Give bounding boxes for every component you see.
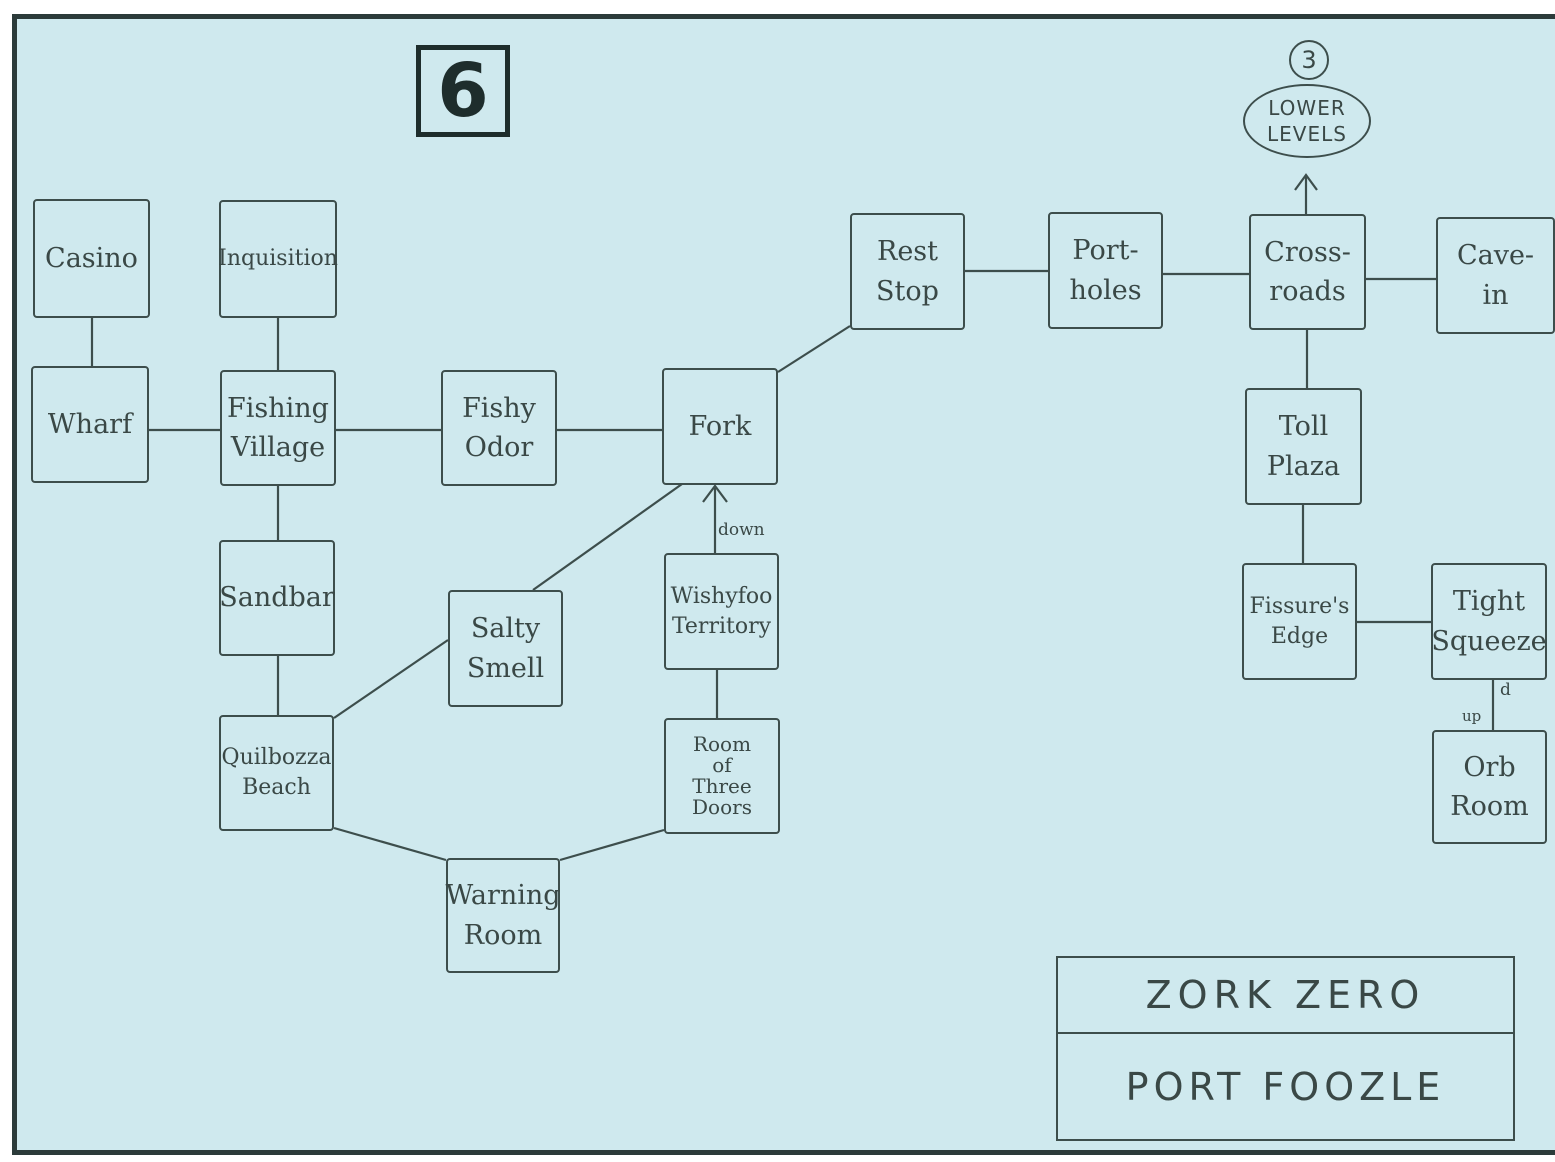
room-rest-stop[interactable]: Rest Stop: [850, 213, 965, 330]
arrow-up-fork: [702, 484, 728, 503]
path-warning-room-room-of-three-doors: [559, 828, 665, 862]
area-title: PORT FOOZLE: [1125, 1064, 1446, 1109]
path-quilbozza-beach-salty-smell: [333, 639, 449, 719]
room-sandbar[interactable]: Sandbar: [219, 540, 335, 656]
label-up: up: [1462, 707, 1482, 725]
room-warning-room[interactable]: Warning Room: [445, 858, 561, 973]
room-fishing-village[interactable]: Fishing Village: [220, 370, 336, 486]
arrow-up-lower-levels: [1294, 173, 1318, 191]
path-quilbozza-beach-warning-room: [333, 826, 447, 862]
room-salty-smell[interactable]: Salty Smell: [448, 590, 563, 707]
room-portholes[interactable]: Port- holes: [1048, 212, 1163, 329]
path-salty-smell-fork: [532, 483, 683, 591]
room-fishy-odor[interactable]: Fishy Odor: [441, 370, 557, 486]
label-d: d: [1500, 680, 1511, 700]
map-number-badge: 6: [416, 45, 510, 137]
room-casino[interactable]: Casino: [33, 199, 150, 318]
room-inquisition[interactable]: Inquisition: [218, 200, 338, 318]
room-toll-plaza[interactable]: Toll Plaza: [1245, 388, 1362, 505]
lower-levels-exit[interactable]: LOWER LEVELS: [1243, 84, 1371, 158]
room-fork[interactable]: Fork: [662, 368, 778, 485]
room-orb-room[interactable]: Orb Room: [1432, 730, 1547, 844]
room-fissures-edge[interactable]: Fissure's Edge: [1242, 563, 1357, 680]
room-wishyfoo-territory[interactable]: Wishyfoo Territory: [664, 553, 779, 670]
room-cave-in[interactable]: Cave- in: [1436, 217, 1555, 334]
room-room-of-three-doors[interactable]: Room of Three Doors: [664, 718, 780, 834]
game-title: ZORK ZERO: [1058, 958, 1513, 1034]
room-wharf[interactable]: Wharf: [31, 366, 149, 483]
lower-levels-map-ref: 3: [1289, 40, 1329, 80]
label-down: down: [718, 520, 765, 540]
room-crossroads[interactable]: Cross- roads: [1249, 214, 1366, 330]
map-title-box: ZORK ZERO PORT FOOZLE: [1056, 956, 1515, 1141]
room-quilbozza-beach[interactable]: Quilbozza Beach: [219, 715, 334, 831]
room-tight-squeeze[interactable]: Tight Squeeze: [1431, 563, 1547, 680]
path-fork-rest-stop: [777, 325, 851, 373]
